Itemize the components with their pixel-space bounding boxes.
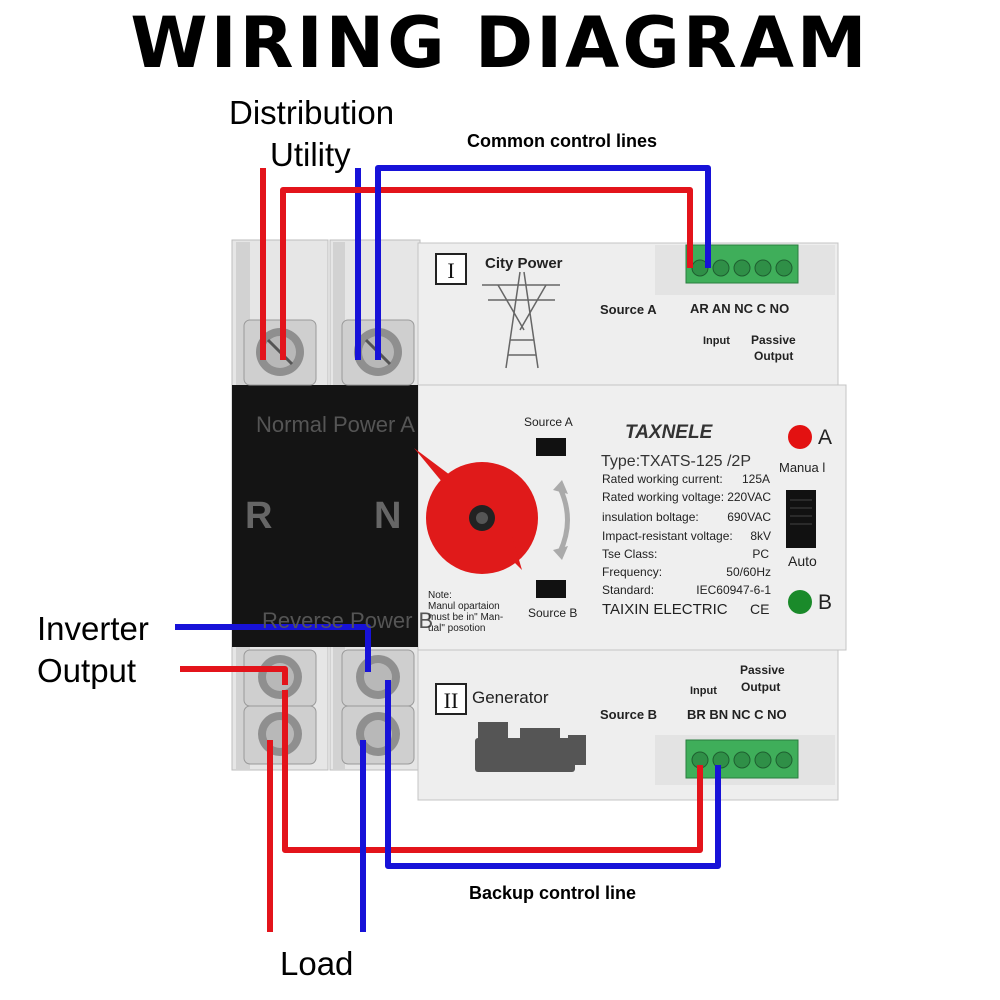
rotation-arrow: [557, 486, 570, 554]
led-a: [788, 425, 812, 449]
bottom-passive-label: Passive: [740, 663, 785, 677]
maker-label: TAIXIN ELECTRIC: [602, 601, 728, 618]
wire-backup-live: [282, 690, 703, 853]
source-a-label: Source A: [600, 302, 657, 317]
led-b: [788, 590, 812, 614]
module-ii-label: II: [444, 688, 459, 713]
top-terminal-block: [685, 244, 799, 284]
note-line-2: Manul opartaion: [428, 601, 500, 612]
top-input-label: Input: [703, 335, 730, 347]
utility-label: Utility: [270, 136, 351, 173]
top-terminal-labels: AR AN NC C NO: [690, 301, 789, 316]
spec-val-3: 8kV: [750, 529, 771, 543]
selector-knob[interactable]: [414, 448, 538, 574]
type-label: Type:TXATS-125 /2P: [601, 453, 751, 470]
brand-logo: TAXNELE: [625, 422, 714, 443]
pole-n-label: N: [374, 495, 401, 537]
common-control-label: Common control lines: [467, 131, 657, 151]
bottom-output-label: Output: [741, 680, 780, 694]
generator-icon: [475, 722, 586, 772]
spec-val-4: PC: [752, 547, 769, 561]
led-a-label: A: [818, 426, 832, 449]
window-source-b: [536, 580, 566, 598]
note-line-3: must be in" Man-: [428, 612, 503, 623]
note-line-1: Note:: [428, 590, 452, 601]
window-b-label: Source B: [528, 606, 577, 620]
wire-control-live: [280, 187, 693, 360]
ce-mark: CE: [750, 601, 769, 617]
auto-manual-switch[interactable]: [786, 490, 816, 548]
wire-backup-neutral: [385, 680, 721, 869]
spec-key-2: insulation boltage:: [602, 510, 699, 524]
distribution-label: Distribution: [229, 94, 394, 131]
city-power-label: City Power: [485, 255, 563, 272]
wire-inverter-live: [180, 666, 288, 685]
top-output-label: Output: [754, 349, 793, 363]
wire-control-neutral: [375, 165, 711, 360]
wire-inverter-neutral: [175, 624, 371, 672]
led-b-label: B: [818, 591, 832, 614]
spec-val-1: 220VAC: [727, 490, 771, 504]
bottom-terminal-block: [685, 739, 799, 779]
spec-key-1: Rated working voltage:: [602, 490, 724, 504]
module-ii-badge: [435, 683, 467, 715]
generator-label: Generator: [472, 688, 549, 707]
bottom-input-label: Input: [690, 685, 717, 697]
breaker-front-panel: [232, 385, 418, 647]
spec-key-5: Frequency:: [602, 565, 662, 579]
auto-label: Auto: [788, 553, 817, 569]
reverse-power-label: Reverse Power B: [262, 608, 433, 633]
window-a-label: Source A: [524, 415, 573, 429]
module-i-label: I: [447, 258, 454, 283]
output-label: Output: [37, 652, 136, 689]
page-title: WIRING DIAGRAM: [130, 2, 870, 84]
spec-key-4: Tse Class:: [602, 547, 657, 561]
top-passive-label: Passive: [751, 333, 796, 347]
spec-val-5: 50/60Hz: [726, 565, 771, 579]
power-tower-icon: [482, 271, 560, 369]
spec-key-3: Impact-resistant voltage:: [602, 529, 733, 543]
spec-val-6: IEC60947-6-1: [696, 583, 771, 597]
load-label: Load: [280, 945, 353, 982]
backup-control-label: Backup control line: [469, 883, 636, 903]
spec-key-0: Rated working current:: [602, 472, 723, 486]
spec-val-2: 690VAC: [727, 510, 771, 524]
bottom-terminal-labels: BR BN NC C NO: [687, 707, 787, 722]
normal-power-label: Normal Power A: [256, 412, 415, 437]
pole-r-label: R: [245, 495, 272, 537]
spec-val-0: 125A: [742, 472, 770, 486]
module-i-badge: [435, 253, 467, 285]
window-source-a: [536, 438, 566, 456]
source-b-label: Source B: [600, 707, 657, 722]
inverter-label: Inverter: [37, 610, 149, 647]
spec-key-6: Standard:: [602, 583, 654, 597]
manual-label: Manua l: [779, 460, 825, 475]
note-line-4: ual" posotion: [428, 623, 485, 634]
